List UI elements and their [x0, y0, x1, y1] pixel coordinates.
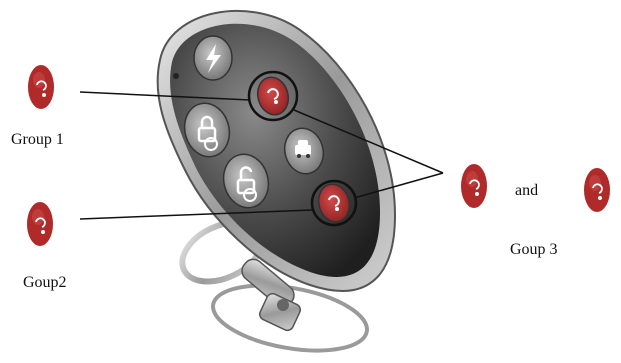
key-button-icon-group3-b — [584, 168, 610, 212]
key-button-icon-group2 — [27, 202, 53, 246]
label-and: and — [515, 183, 538, 199]
fob-button-flash — [194, 36, 232, 80]
key-button-icon-group3-a — [461, 164, 487, 208]
label-group2: Goup2 — [23, 275, 67, 291]
label-group3: Goup 3 — [510, 242, 558, 258]
key-button-icon-group1 — [28, 65, 54, 109]
label-group1: Group 1 — [11, 132, 64, 148]
key-fob — [158, 11, 395, 291]
